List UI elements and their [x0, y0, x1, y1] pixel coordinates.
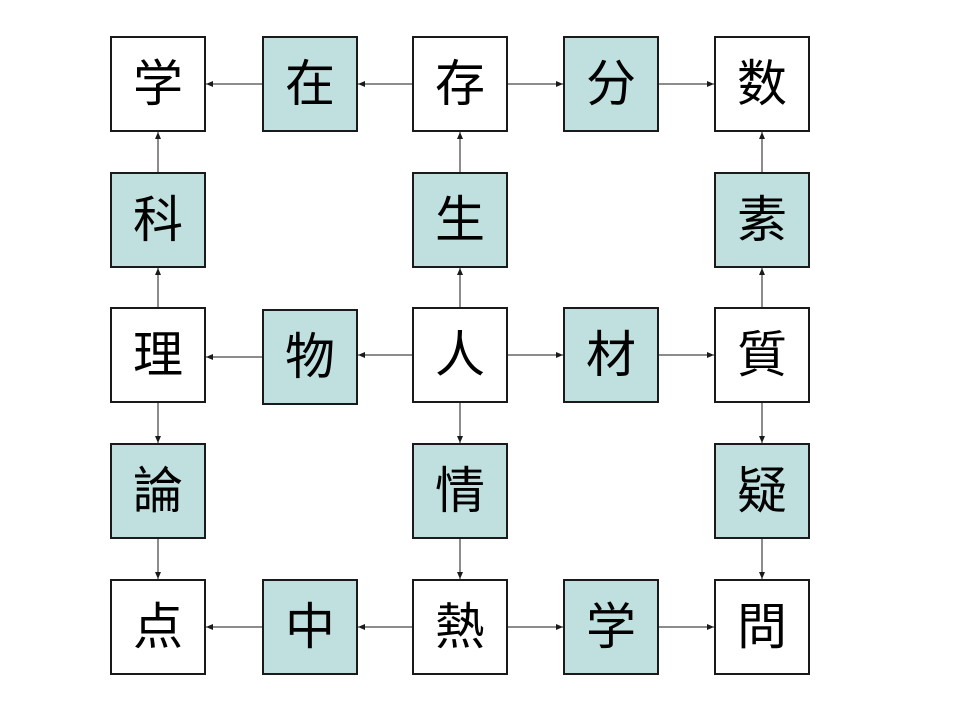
kanji-char: 素	[737, 191, 787, 249]
kanji-box-r2c4: 質	[714, 307, 810, 403]
kanji-box-r0c1: 在	[262, 36, 358, 132]
kanji-box-r0c3: 分	[563, 36, 659, 132]
kanji-char: 存	[435, 55, 485, 113]
kanji-char: 疑	[737, 462, 787, 520]
kanji-char: 材	[586, 326, 636, 384]
kanji-char: 生	[435, 191, 485, 249]
kanji-box-r4c0: 点	[110, 579, 206, 675]
kanji-char: 物	[285, 328, 335, 386]
kanji-box-r0c4: 数	[714, 36, 810, 132]
kanji-box-r0c0: 学	[110, 36, 206, 132]
kanji-char: 質	[737, 326, 787, 384]
kanji-box-r4c4: 問	[714, 579, 810, 675]
kanji-char: 分	[586, 55, 636, 113]
kanji-box-r4c1: 中	[262, 579, 358, 675]
kanji-char: 在	[285, 55, 335, 113]
kanji-char: 数	[737, 55, 787, 113]
kanji-box-r4c2: 熱	[412, 579, 508, 675]
kanji-char: 情	[435, 462, 485, 520]
kanji-box-r2c3: 材	[563, 307, 659, 403]
kanji-char: 理	[133, 326, 183, 384]
kanji-char: 人	[435, 326, 485, 384]
kanji-box-r3c2: 情	[412, 443, 508, 539]
kanji-box-r2c2: 人	[412, 307, 508, 403]
kanji-box-r3c4: 疑	[714, 443, 810, 539]
kanji-char: 学	[586, 598, 636, 656]
kanji-box-r0c2: 存	[412, 36, 508, 132]
kanji-box-r1c0: 科	[110, 172, 206, 268]
kanji-char: 問	[737, 598, 787, 656]
kanji-box-r4c3: 学	[563, 579, 659, 675]
kanji-box-r2c0: 理	[110, 307, 206, 403]
kanji-box-r2c1: 物	[262, 309, 358, 405]
kanji-box-r1c2: 生	[412, 172, 508, 268]
kanji-char: 点	[133, 598, 183, 656]
kanji-char: 論	[133, 462, 183, 520]
kanji-char: 中	[285, 598, 335, 656]
kanji-char: 学	[133, 55, 183, 113]
kanji-box-r3c0: 論	[110, 443, 206, 539]
kanji-char: 熱	[435, 598, 485, 656]
kanji-box-r1c4: 素	[714, 172, 810, 268]
kanji-char: 科	[133, 191, 183, 249]
